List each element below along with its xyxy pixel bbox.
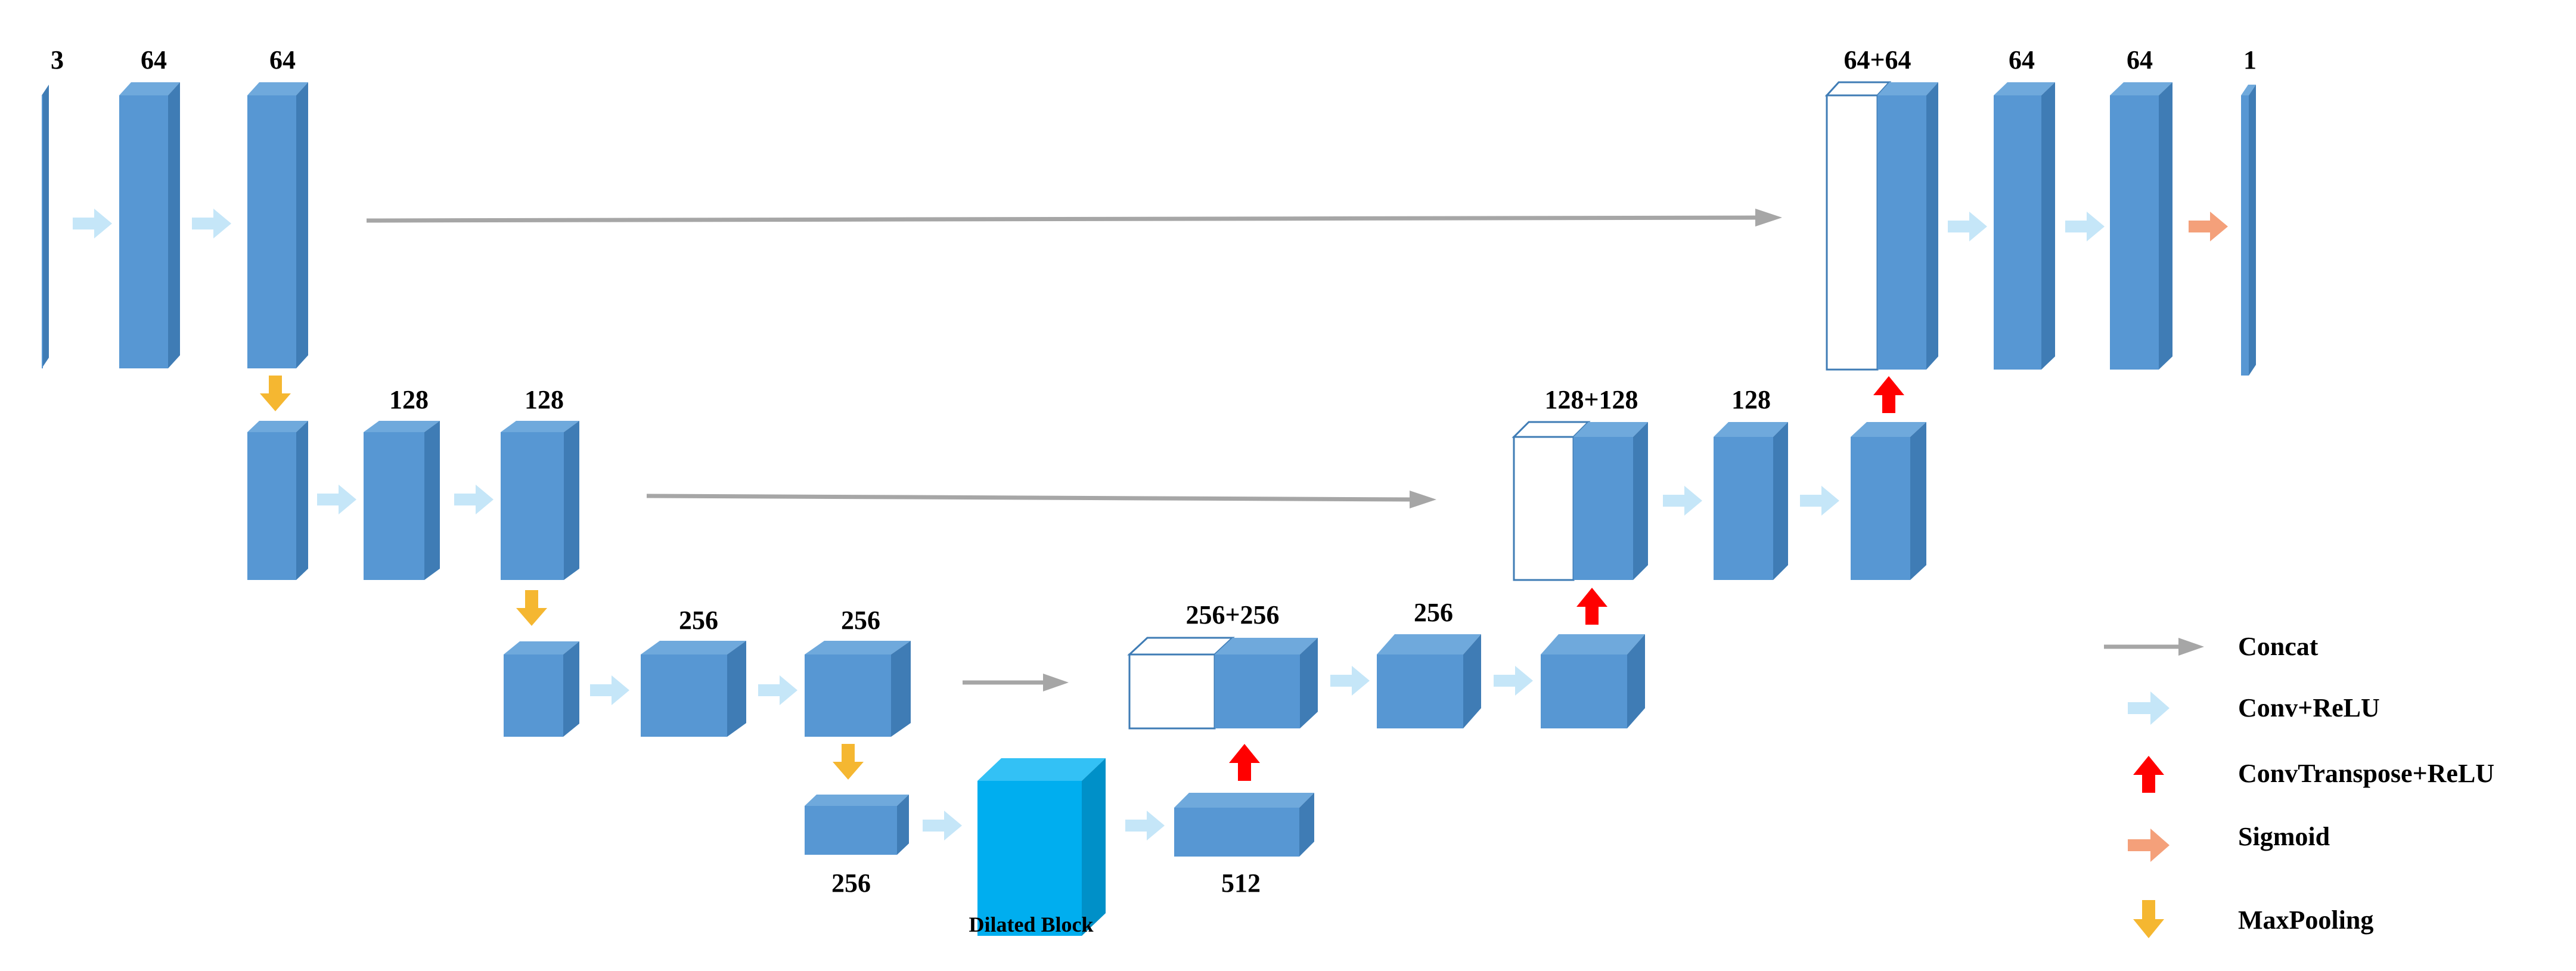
- label-e2c: 128: [524, 385, 564, 414]
- dilated-block: [977, 758, 1106, 936]
- label-e3b: 256: [679, 606, 718, 635]
- block-d2-concat: [1512, 421, 1648, 581]
- block-d3-conv2: [1541, 634, 1645, 728]
- block-e3-conv1: [641, 641, 746, 737]
- block-d1-conv2: [2110, 82, 2172, 370]
- block-d2-conv2: [1851, 422, 1926, 580]
- label-d3-concat: 256+256: [1185, 600, 1279, 629]
- label-d2-concat: 128+128: [1544, 385, 1638, 414]
- legend-sigmoid-item: Sigmoid: [2128, 822, 2330, 862]
- legend-conv-transpose-item: ConvTranspose+ReLU: [2133, 756, 2494, 793]
- block-e1-conv1: [119, 82, 180, 368]
- maxpool-arrows: [260, 376, 864, 780]
- block-output: [2241, 85, 2256, 376]
- label-d1-concat: 64+64: [1843, 45, 1911, 75]
- block-e2-conv2: [501, 421, 579, 580]
- concat-arrow-level2: [646, 491, 1436, 508]
- block-e1-input: [42, 85, 49, 368]
- label-d3-conv: 256: [1414, 598, 1453, 627]
- legend-conv-relu-item: Conv+ReLU: [2128, 691, 2380, 725]
- label-e2b: 128: [389, 385, 429, 414]
- legend-sigmoid-label: Sigmoid: [2238, 822, 2330, 851]
- block-e3-pool: [504, 641, 579, 737]
- label-e3c: 256: [841, 606, 880, 635]
- block-d3-concat: [1127, 637, 1318, 730]
- legend-conv-relu-label: Conv+ReLU: [2238, 693, 2380, 722]
- block-e3-conv2: [805, 641, 911, 737]
- block-bottleneck: [1174, 793, 1314, 857]
- block-e1-conv2: [247, 82, 308, 368]
- concat-arrow-level1: [366, 209, 1782, 227]
- legend-maxpool-label: MaxPooling: [2238, 905, 2373, 935]
- legend: Concat Conv+ReLU ConvTranspose+ReLU Sigm…: [2104, 632, 2494, 938]
- sigmoid-arrow: [2189, 212, 2228, 241]
- conv-transpose-arrows: [1229, 376, 1904, 781]
- label-bottleneck: 512: [1221, 868, 1261, 898]
- label-d1b: 64: [2127, 45, 2153, 75]
- label-e1a: 3: [51, 45, 64, 75]
- label-output: 1: [2243, 45, 2257, 75]
- label-e1c: 64: [269, 45, 296, 75]
- label-d2-conv: 128: [1731, 385, 1771, 414]
- block-d3-conv1: [1377, 634, 1481, 728]
- label-d1a: 64: [2009, 45, 2035, 75]
- legend-concat-item: Concat: [2104, 632, 2319, 661]
- concat-arrow-level3: [963, 674, 1069, 691]
- conv-relu-arrows: [73, 209, 2105, 840]
- label-e4: 256: [831, 868, 871, 898]
- block-d2-conv1: [1714, 422, 1788, 580]
- block-e4-pool: [805, 795, 909, 855]
- label-dilated-block: Dilated Block: [969, 913, 1093, 936]
- legend-conv-transpose-label: ConvTranspose+ReLU: [2238, 759, 2494, 788]
- block-d1-conv1: [1994, 82, 2055, 370]
- block-e2-pool: [247, 421, 308, 580]
- legend-concat-label: Concat: [2238, 632, 2319, 661]
- label-e1b: 64: [141, 45, 167, 75]
- block-e2-conv1: [364, 421, 440, 580]
- legend-maxpool-item: MaxPooling: [2133, 900, 2373, 938]
- block-d1-concat: [1824, 81, 1938, 371]
